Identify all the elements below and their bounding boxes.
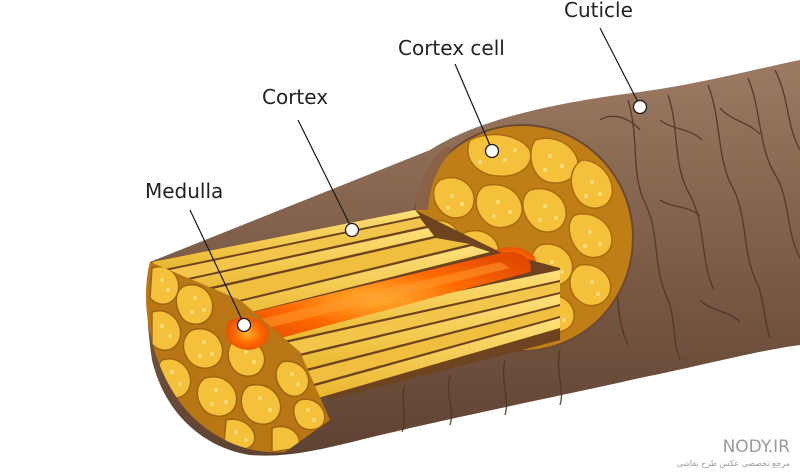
front-medulla (226, 317, 270, 350)
cortex-cell (530, 137, 579, 184)
cortex-fiber-shelf (150, 210, 560, 400)
cortex-label: Cortex (262, 85, 328, 109)
cortex-cell-label: Cortex cell (398, 36, 505, 60)
cuticle-marker-dot (632, 99, 648, 115)
medulla-label: Medulla (145, 179, 223, 203)
cortex-marker-dot (344, 222, 360, 238)
cortex-cell-marker-dot (484, 143, 500, 159)
cortex-fibers (152, 210, 560, 398)
watermark-brand: NODY.IR (723, 437, 791, 457)
front-cortex-cells (149, 265, 326, 453)
cortex-cell (568, 213, 613, 259)
cortex-cell (182, 327, 224, 369)
watermark-subtitle: مرجع تخصصی عکس طرح نقاشی (677, 459, 790, 468)
cortex-cell (432, 176, 475, 219)
inner-lip (415, 146, 452, 210)
cortex-cell (570, 159, 614, 209)
cortex-cell (240, 383, 282, 425)
front-cell-speckles (160, 278, 316, 442)
cuticle-scale-lines (401, 69, 800, 433)
callouts (189, 27, 648, 333)
watermark: NODY.IR مرجع تخصصی عکس طرح نقاشی (677, 437, 791, 468)
cortex-cell (175, 283, 214, 325)
front-cross-section (145, 262, 330, 453)
cuticle-leader-line (599, 27, 641, 107)
cortex-cell (569, 263, 612, 307)
cuticle-label: Cuticle (564, 0, 633, 22)
medulla-marker-dot (236, 317, 252, 333)
cortex-cell (196, 375, 238, 417)
medulla-leader-line (189, 209, 245, 325)
cortex-leader-line (297, 119, 353, 230)
medulla-highlight (232, 262, 510, 334)
cortex-cell (293, 398, 326, 431)
cortex-cell (475, 183, 523, 229)
cortex-cell (522, 187, 567, 233)
cortex-cell (151, 309, 182, 351)
cortex-cell-leader-line (454, 63, 493, 151)
cortex-cell (275, 360, 310, 398)
cortex-cell (467, 133, 532, 177)
